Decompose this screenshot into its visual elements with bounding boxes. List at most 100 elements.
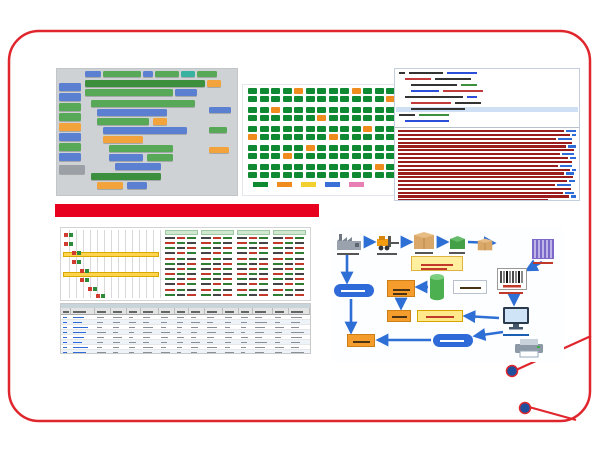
status-cell <box>328 126 338 132</box>
cell-text <box>255 336 262 339</box>
cell-text <box>129 331 134 334</box>
number-text <box>259 257 268 260</box>
factory-icon <box>336 233 362 251</box>
status-cell <box>294 134 303 140</box>
log-text-highlight <box>572 133 576 137</box>
number-text <box>249 288 257 291</box>
status-cell <box>317 88 326 94</box>
cell-text <box>143 316 151 319</box>
status-cell <box>271 134 280 140</box>
cell-text <box>191 321 200 324</box>
cell-text <box>143 326 154 329</box>
number-text <box>177 293 185 296</box>
number-text <box>249 262 257 265</box>
cell-text <box>97 336 105 339</box>
cell-text <box>255 346 266 349</box>
number-text <box>201 267 211 270</box>
number-text <box>165 262 175 265</box>
cell-text <box>207 326 218 329</box>
number-text <box>273 237 283 239</box>
cell-text <box>225 331 234 334</box>
number-text <box>273 257 283 260</box>
cell-text <box>97 316 105 319</box>
task-icon <box>64 233 68 237</box>
status-cell <box>374 126 384 132</box>
cell-text <box>191 346 199 349</box>
cell-text <box>207 331 216 334</box>
node-text <box>393 292 408 295</box>
cell-text <box>113 316 122 319</box>
log-text-highlight <box>570 156 576 160</box>
status-cell <box>374 96 384 102</box>
number-text <box>249 267 257 270</box>
cell-text <box>177 351 181 353</box>
number-text <box>223 242 232 245</box>
code-block <box>127 182 147 189</box>
cell-text <box>73 346 89 349</box>
status-cell <box>282 172 292 178</box>
node-text <box>440 339 465 342</box>
number-text <box>177 257 185 260</box>
status-cell <box>340 96 349 102</box>
status-cell <box>328 88 338 94</box>
task-icon <box>85 269 89 273</box>
node-text <box>426 316 454 318</box>
cell-text <box>291 341 301 344</box>
cell-text <box>275 351 283 353</box>
cell-text <box>207 316 215 319</box>
code-text <box>411 84 457 87</box>
code-text <box>419 114 449 117</box>
status-cell <box>248 107 257 113</box>
table-toolbar <box>61 304 310 308</box>
table-row <box>61 340 310 345</box>
flowchart-screenshot <box>331 228 564 362</box>
group-header <box>237 230 270 235</box>
number-text <box>295 252 304 255</box>
number-text <box>165 252 175 255</box>
number-text <box>285 237 293 239</box>
task-icon <box>93 287 97 291</box>
code-block <box>59 165 85 174</box>
log-text <box>398 176 573 179</box>
cell-text <box>177 346 182 349</box>
status-cell <box>294 115 303 121</box>
number-text <box>273 242 283 245</box>
number-text <box>285 288 293 291</box>
status-cell <box>282 145 292 151</box>
code-text <box>435 78 471 81</box>
status-cell <box>363 107 372 113</box>
number-text <box>187 252 196 255</box>
cell-text <box>207 341 213 344</box>
log-text-highlight <box>569 180 575 183</box>
number-text <box>285 278 293 281</box>
log-text-highlight <box>562 153 574 156</box>
number-text <box>249 283 257 286</box>
log-text <box>398 160 572 163</box>
cell-text <box>97 341 104 344</box>
number-text <box>237 267 247 270</box>
number-text <box>249 273 257 276</box>
number-text <box>295 237 304 239</box>
status-cell <box>340 88 349 94</box>
cell-text <box>291 321 301 324</box>
cell-text <box>191 341 200 344</box>
table-row <box>61 350 310 353</box>
header-text <box>129 310 137 313</box>
code-text <box>467 96 477 99</box>
node-text <box>393 288 410 291</box>
status-cell <box>294 88 303 94</box>
code-block <box>85 71 101 77</box>
number-text <box>273 278 283 281</box>
code-block <box>85 80 205 87</box>
cell-text <box>129 346 135 349</box>
cell-text <box>73 336 85 339</box>
table-row <box>61 345 310 350</box>
log-text <box>398 153 560 156</box>
number-text <box>223 288 232 291</box>
number-text <box>223 273 232 276</box>
status-cell <box>328 172 338 178</box>
number-text <box>237 242 247 245</box>
status-cell <box>271 96 280 102</box>
number-text <box>213 278 221 281</box>
status-cell <box>317 107 326 113</box>
